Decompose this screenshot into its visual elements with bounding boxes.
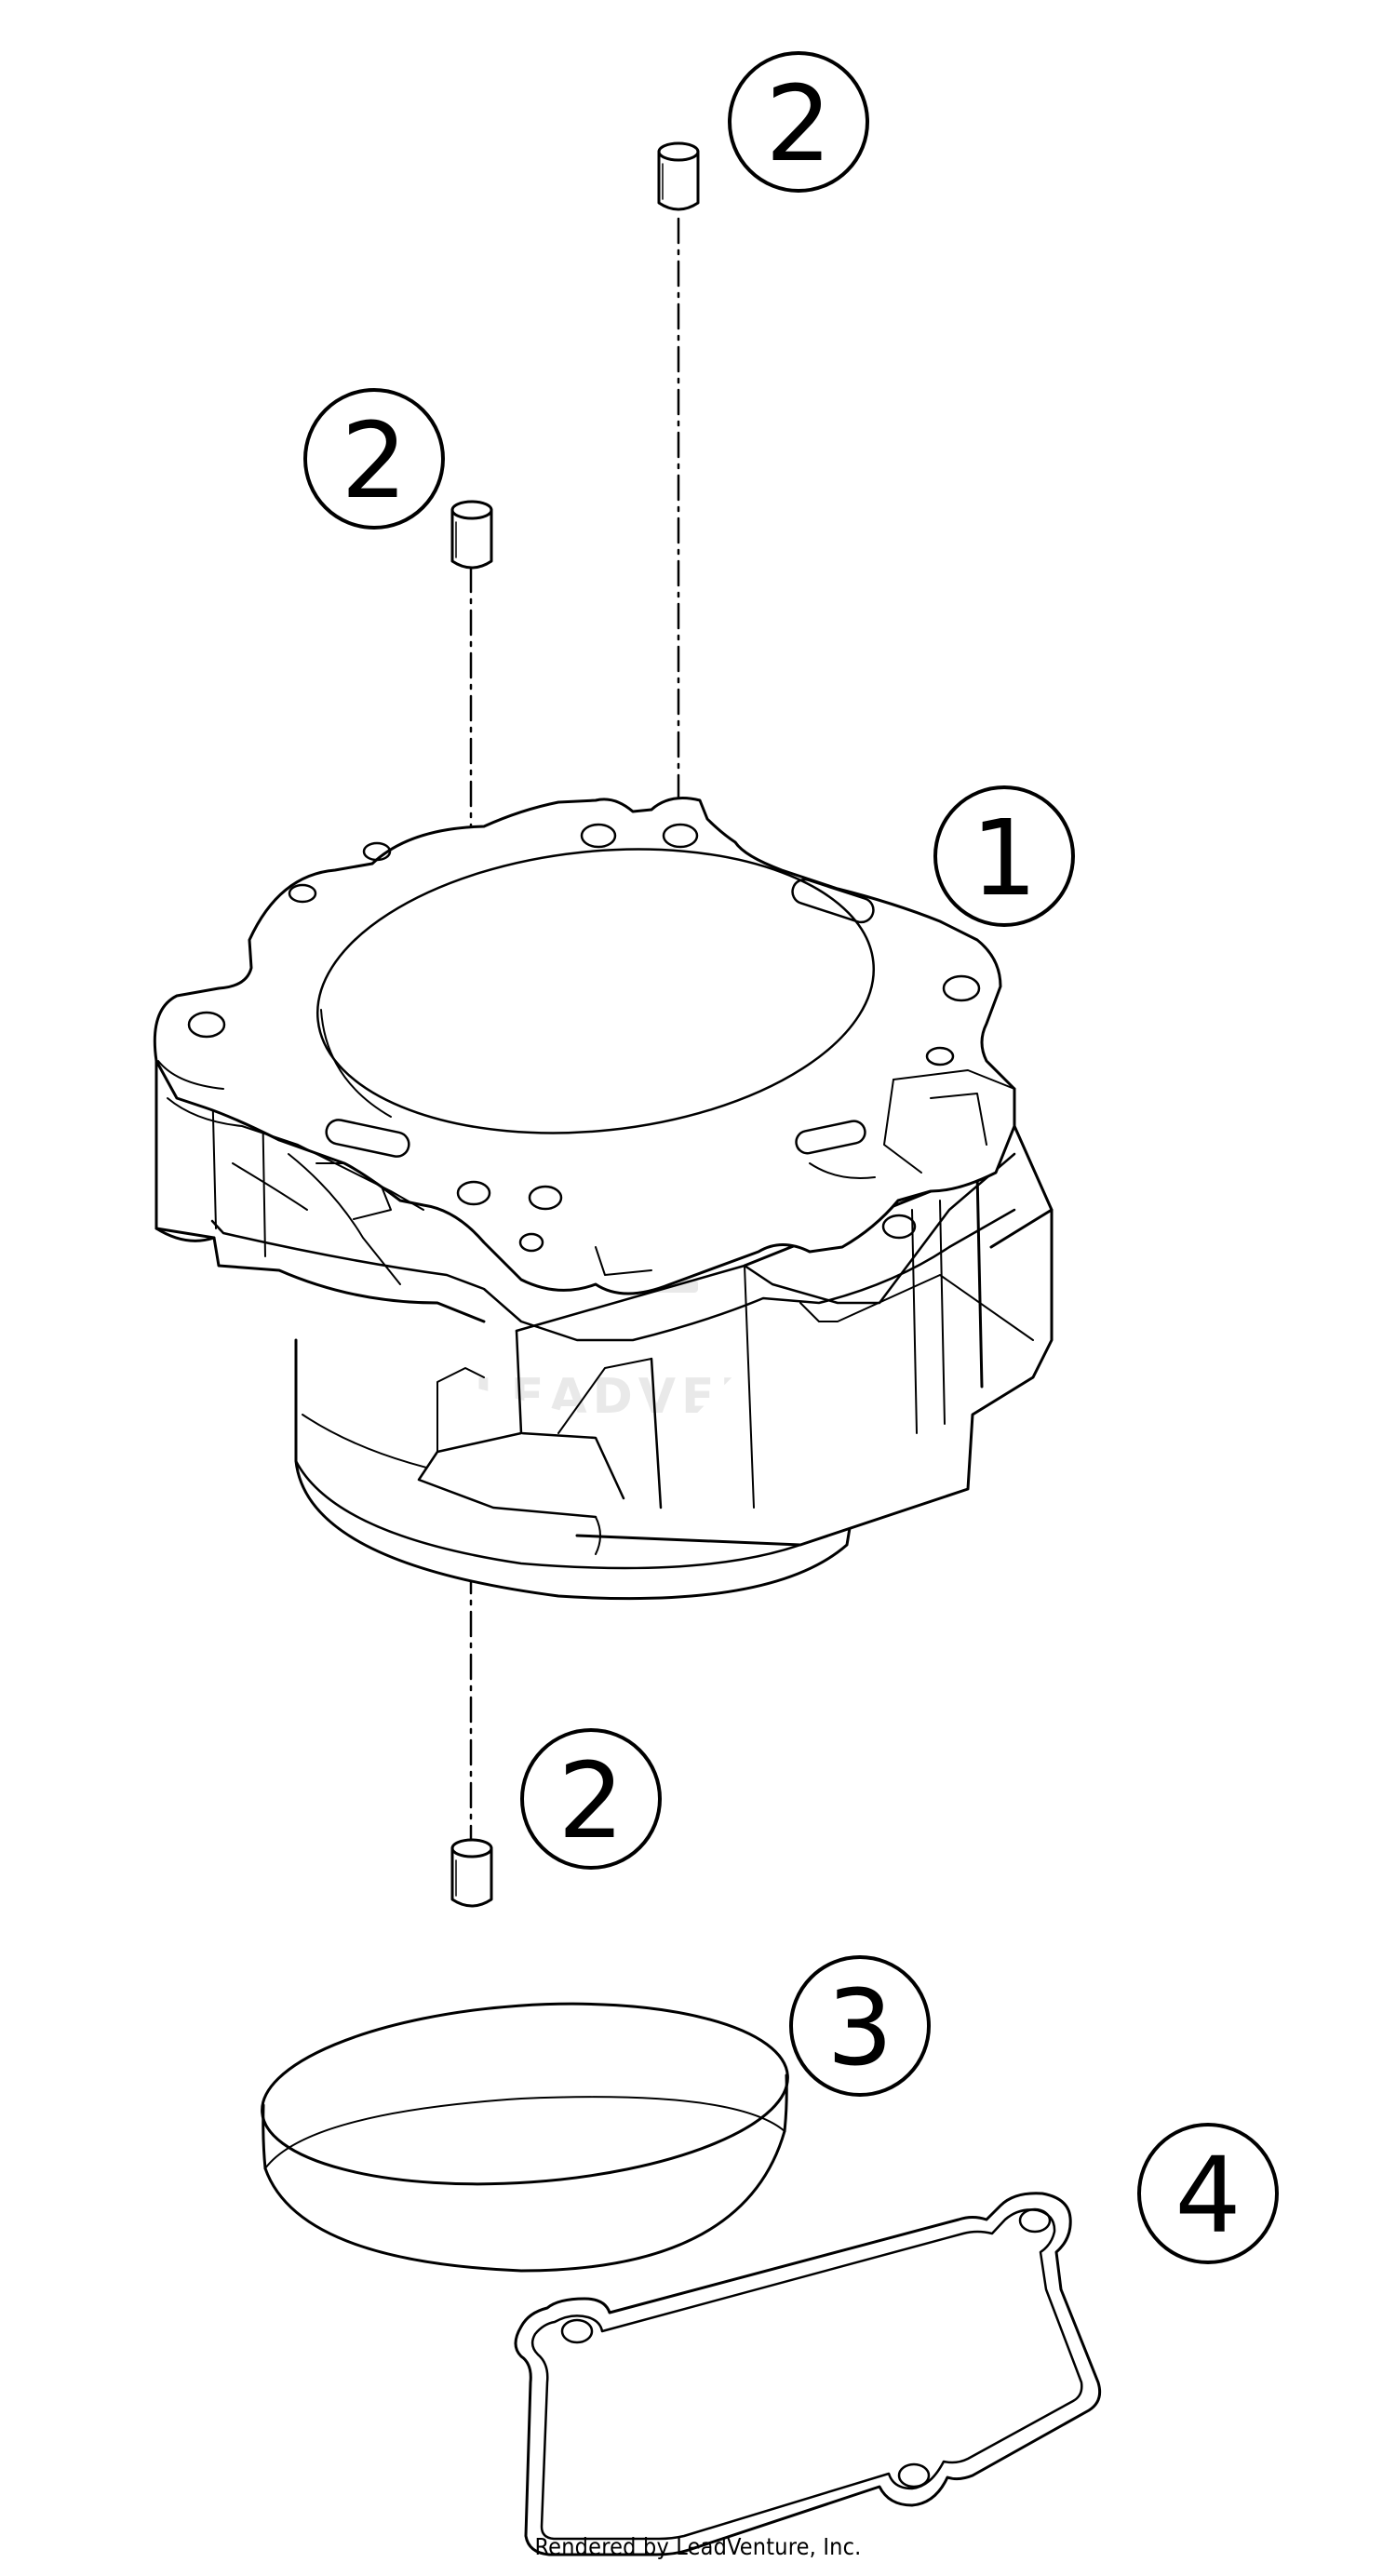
callout-4: 4 — [1137, 2123, 1279, 2264]
callout-3: 3 — [789, 1955, 931, 2097]
callout-2-top-label: 2 — [765, 64, 831, 185]
dowel-pin-top — [657, 141, 700, 211]
callout-1-label: 1 — [971, 798, 1037, 919]
callout-2-middle: 2 — [303, 388, 445, 530]
callout-2-bottom: 2 — [520, 1728, 662, 1870]
dowel-pin-bottom — [450, 1838, 493, 1908]
callout-2-middle-label: 2 — [341, 401, 407, 522]
callout-2-bottom-label: 2 — [557, 1741, 624, 1862]
callout-1: 1 — [933, 785, 1075, 927]
gasket — [514, 2192, 1102, 2556]
o-ring-seal — [261, 2002, 789, 2273]
dowel-pin-middle — [450, 500, 493, 570]
callout-3-label: 3 — [826, 1968, 893, 2089]
bolt-holes — [187, 823, 981, 1253]
cylinder — [153, 797, 1054, 1601]
rendered-by-footer: Rendered by LeadVenture, Inc. — [534, 2533, 862, 2560]
callout-2-top: 2 — [728, 51, 869, 193]
callout-4-label: 4 — [1175, 2136, 1241, 2257]
